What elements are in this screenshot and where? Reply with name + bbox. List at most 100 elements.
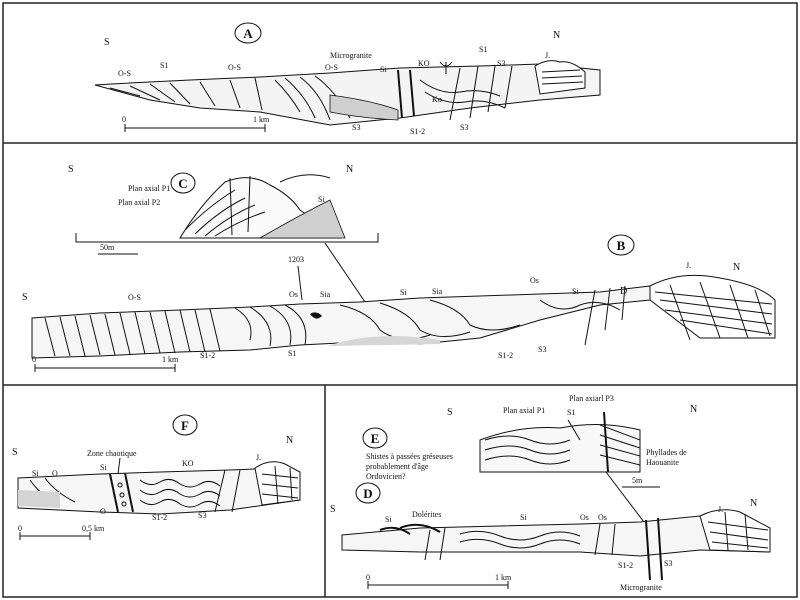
- panel-a-bedding: [541, 69, 584, 85]
- panel-d-faults-mid: [594, 523, 616, 556]
- panel-b-stipple: [330, 336, 440, 346]
- panel-f-zone: Zone chaotique: [87, 449, 137, 458]
- panel-d-scale-zero: 0: [366, 573, 370, 582]
- panel-d-scale-km: 1 km: [495, 573, 512, 582]
- panel-f-letter: F: [181, 418, 189, 433]
- panel-e-south: S: [447, 407, 453, 418]
- panel-d-faults-left: [424, 527, 446, 561]
- panel-d-micro: Microgranite: [620, 583, 662, 592]
- panel-b-scale-zero: 0: [32, 355, 36, 364]
- circled-letter-icon: [234, 22, 262, 44]
- circled-letter-icon: [355, 482, 381, 504]
- panel-a-label-10: Ko: [432, 95, 442, 104]
- panel-a-stipple: [329, 94, 399, 121]
- panel-b-label-3: Sia: [320, 290, 331, 299]
- panel-c-south: S: [68, 164, 74, 175]
- panel-d-label-3: Os: [580, 513, 589, 522]
- panel-d-letter: D: [363, 486, 372, 501]
- panel-b-black-lens: [310, 312, 322, 319]
- panel-c-contact: [279, 174, 331, 183]
- panel-c-axial-p2: Plan axial P2: [118, 198, 160, 207]
- panel-f-label-6: S3: [198, 511, 206, 520]
- panel-a-folds: [274, 75, 351, 121]
- panel-d-badge: D: [355, 482, 381, 504]
- panel-a-label-5: Microgranite: [330, 51, 372, 60]
- panel-d-label-2: Si: [520, 513, 527, 522]
- panel-a-label-12: S1-2: [410, 127, 425, 136]
- panel-f-block-2: [119, 492, 125, 498]
- panel-f-label-2: Si: [100, 463, 107, 472]
- panel-f-zone-bounds: [109, 472, 134, 513]
- panel-d-south: S: [330, 504, 336, 515]
- panel-a-scale: 0 1 km: [122, 115, 270, 132]
- circled-letter-icon: [362, 427, 388, 449]
- panel-d-label-7: S3: [664, 559, 672, 568]
- panel-d-jurassic: [699, 509, 771, 553]
- panel-e-north: N: [690, 404, 697, 415]
- panel-a-label-2: O-S: [228, 63, 241, 72]
- panel-b-cleavage-left: [44, 308, 221, 357]
- panel-d: D S N Dolérites Si Si Os Os J. S1-2 S3 M…: [330, 482, 771, 592]
- panel-a-dyke: [397, 69, 415, 119]
- panel-b-label-12: S1-2: [498, 351, 513, 360]
- panel-c-axial-traces: [229, 175, 251, 236]
- panel-e-s1: S1: [567, 408, 575, 417]
- panel-b-label-8: D: [620, 286, 627, 297]
- panel-b: B S N O-S 1203 Os Sia Si Sia Si Os D J. …: [22, 234, 776, 372]
- panel-f-label-4: J.: [256, 453, 261, 462]
- circled-letter-icon: [607, 234, 635, 256]
- panel-f-label-7: O: [100, 507, 106, 516]
- panel-d-wavy: [459, 530, 581, 549]
- panel-c-leader: [324, 242, 366, 303]
- panel-a-badge: A: [234, 22, 262, 44]
- panel-d-brick: [707, 511, 769, 551]
- panel-e-shistes-2: Ordovicien?: [366, 472, 406, 481]
- panel-a-label-9: J.: [545, 51, 550, 60]
- panel-b-label-4: Si: [400, 288, 407, 297]
- panel-e-shistes-1: probablement d'âge: [366, 462, 429, 471]
- panel-c-scale: 50m: [100, 243, 115, 252]
- panel-f-scale: 0 0,5 km: [18, 524, 105, 540]
- panel-b-badge: B: [607, 234, 635, 256]
- fault-symbol-icon: [439, 61, 453, 74]
- panel-f-north: N: [286, 435, 293, 446]
- panel-c-north: N: [346, 164, 353, 175]
- panel-f-label-3: KO: [182, 459, 194, 468]
- panel-c-folds: [184, 189, 266, 237]
- panel-a-label-3: O-S: [325, 63, 338, 72]
- panel-a-scale-zero: 0: [122, 115, 126, 124]
- panel-b-label-10: S1-2: [200, 351, 215, 360]
- panel-f-block-3: [121, 501, 127, 507]
- panel-e-phyllades-1: Haouanite: [646, 458, 679, 467]
- panel-f-faults: [214, 469, 241, 513]
- panel-b-label-0: O-S: [128, 293, 141, 302]
- panel-f-scale-km: 0,5 km: [82, 524, 105, 533]
- panel-f-block-1: [117, 482, 123, 488]
- panel-a-label-7: S1: [479, 45, 487, 54]
- panel-a-north: N: [553, 30, 560, 41]
- panel-b-north: N: [733, 262, 740, 273]
- panel-d-label-5: J.: [718, 505, 723, 514]
- panel-d-microgranite: [645, 517, 663, 581]
- panel-b-label-11: S1: [288, 349, 296, 358]
- panel-c: C S N Plan axial P1 Plan axial P2 Si 50m: [68, 164, 379, 303]
- panel-a-label-6: KO: [418, 59, 430, 68]
- panel-e: E S N Plan axial P1 Plan axiarl P3 S1 Sh…: [362, 394, 697, 531]
- panel-f-stipple: [18, 490, 60, 508]
- panel-e-shistes-0: Shistes à passées gréseuses: [366, 452, 453, 461]
- panel-a-label-13: S3: [460, 123, 468, 132]
- panel-b-scale: 0 1 km: [32, 355, 179, 372]
- panel-e-axial-p1-trace: [567, 419, 581, 441]
- panel-f-zone-leader: [117, 457, 121, 475]
- panel-f-brick: [261, 465, 299, 505]
- panel-a-label-0: O-S: [118, 69, 131, 78]
- panel-e-phyllades-0: Phyllades de: [646, 448, 687, 457]
- circled-letter-icon: [172, 414, 198, 436]
- panel-b-brick: [654, 281, 773, 341]
- panel-f-scale-zero: 0: [18, 524, 22, 533]
- panel-b-faults: [584, 285, 626, 346]
- panel-e-badge: E: [362, 427, 388, 449]
- panel-a-scale-km: 1 km: [253, 115, 270, 124]
- panel-b-label-9: J.: [686, 261, 691, 270]
- panel-a-cleavage-left: [109, 77, 263, 111]
